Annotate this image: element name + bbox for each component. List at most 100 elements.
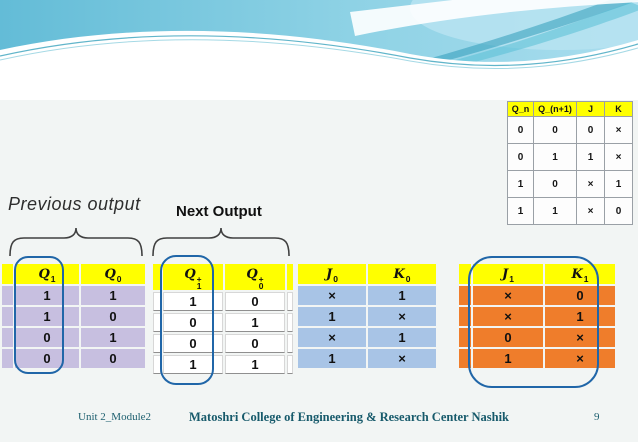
table-row: 1 1	[2, 286, 145, 305]
table-row: × 0	[459, 286, 615, 305]
table-cell: 1	[533, 197, 577, 225]
spacer-cell	[287, 292, 293, 311]
spacer-cell	[2, 307, 13, 326]
table-cell: 0	[163, 313, 223, 332]
table-cell: ×	[576, 197, 605, 225]
table-cell: 1	[368, 286, 436, 305]
table-row: 0 ×	[459, 328, 615, 347]
table-row: 0 0	[153, 334, 293, 353]
table-cell: 1	[533, 143, 577, 171]
previous-output-label: Previous output	[8, 194, 141, 214]
spacer-cell	[2, 264, 13, 284]
spacer-cell	[287, 355, 293, 374]
table-row: 1 0	[2, 307, 145, 326]
table-cell: 0	[533, 170, 577, 198]
table-cell: 1	[507, 170, 534, 198]
header-cell-q0plus: Q+0	[225, 264, 285, 290]
spacer-cell	[459, 349, 471, 368]
table-cell: 1	[81, 286, 145, 305]
spacer-cell	[153, 292, 161, 311]
table-cell: ×	[298, 328, 366, 347]
spacer-cell	[459, 307, 471, 326]
table-cell: 1	[81, 328, 145, 347]
table-cell: ×	[368, 307, 436, 326]
spacer-cell	[287, 264, 293, 290]
footer-college-label: Matoshri College of Engineering & Resear…	[189, 410, 509, 424]
table-cell: ×	[473, 307, 543, 326]
table-row: 0 0	[2, 349, 145, 368]
table-cell: 1	[298, 307, 366, 326]
table-cell: ×	[604, 116, 633, 144]
jk-excitation-table: Q_n Q_(n+1) J K 0 0 0 × 0 1 1 × 1 0 × 1 …	[507, 101, 633, 225]
table-cell: 1	[368, 328, 436, 347]
table-cell: 0	[81, 307, 145, 326]
table-row: × 1	[298, 286, 436, 305]
table-cell: 1	[507, 197, 534, 225]
table-cell: 0	[15, 328, 79, 347]
header-cell: J	[576, 101, 605, 117]
header-wave-decoration	[0, 0, 638, 100]
header-cell-q1plus: Q+1	[163, 264, 223, 290]
table-cell: ×	[545, 349, 615, 368]
table-cell: ×	[545, 328, 615, 347]
footer-course-label: Unit 2_Module2	[78, 411, 152, 423]
spacer-cell	[287, 334, 293, 353]
spacer-cell	[459, 286, 471, 305]
table-cell: ×	[576, 170, 605, 198]
table-cell: ×	[473, 286, 543, 305]
table-row: 0 1	[153, 313, 293, 332]
table-cell: ×	[368, 349, 436, 368]
table-cell: 0	[507, 116, 534, 144]
table-row: × 1	[298, 328, 436, 347]
table-cell: ×	[298, 286, 366, 305]
table-cell: 0	[473, 328, 543, 347]
table-cell: 1	[298, 349, 366, 368]
spacer-cell	[153, 334, 161, 353]
table-cell: 0	[225, 334, 285, 353]
spacer-cell	[153, 313, 161, 332]
spacer-cell	[2, 328, 13, 347]
table-row: 0 0 0 ×	[507, 116, 633, 144]
table-cell: 1	[163, 355, 223, 374]
table-row: 0 1	[2, 328, 145, 347]
table-cell: 0	[507, 143, 534, 171]
table-cell: 1	[15, 307, 79, 326]
table-cell: 0	[15, 349, 79, 368]
previous-brace-icon	[9, 227, 143, 257]
table-cell: 0	[545, 286, 615, 305]
table-cell: 1	[163, 292, 223, 311]
table-row: 1 ×	[298, 349, 436, 368]
table-row: 1 1 × 0	[507, 197, 633, 225]
spacer-cell	[2, 349, 13, 368]
table-cell: 0	[604, 197, 633, 225]
header-cell: Q_(n+1)	[533, 101, 577, 117]
table-row: 1 1	[153, 355, 293, 374]
spacer-cell	[459, 264, 471, 284]
next-output-label: Next Output	[176, 203, 262, 220]
table-row: 1 ×	[459, 349, 615, 368]
table-cell: 1	[225, 355, 285, 374]
table-cell: 0	[163, 334, 223, 353]
next-brace-icon	[152, 227, 290, 257]
table-cell: 0	[225, 292, 285, 311]
spacer-cell	[459, 328, 471, 347]
table-cell: 1	[225, 313, 285, 332]
header-cell: Q_n	[507, 101, 534, 117]
table-header-row: Q_n Q_(n+1) J K	[507, 101, 633, 117]
table-row: 1 0	[153, 292, 293, 311]
header-cell: K	[604, 101, 633, 117]
next-output-table: Q+1 Q+0 1 0 0 1 0 0 1 1	[151, 262, 295, 376]
table-cell: ×	[604, 143, 633, 171]
table-cell: 0	[81, 349, 145, 368]
spacer-cell	[287, 313, 293, 332]
